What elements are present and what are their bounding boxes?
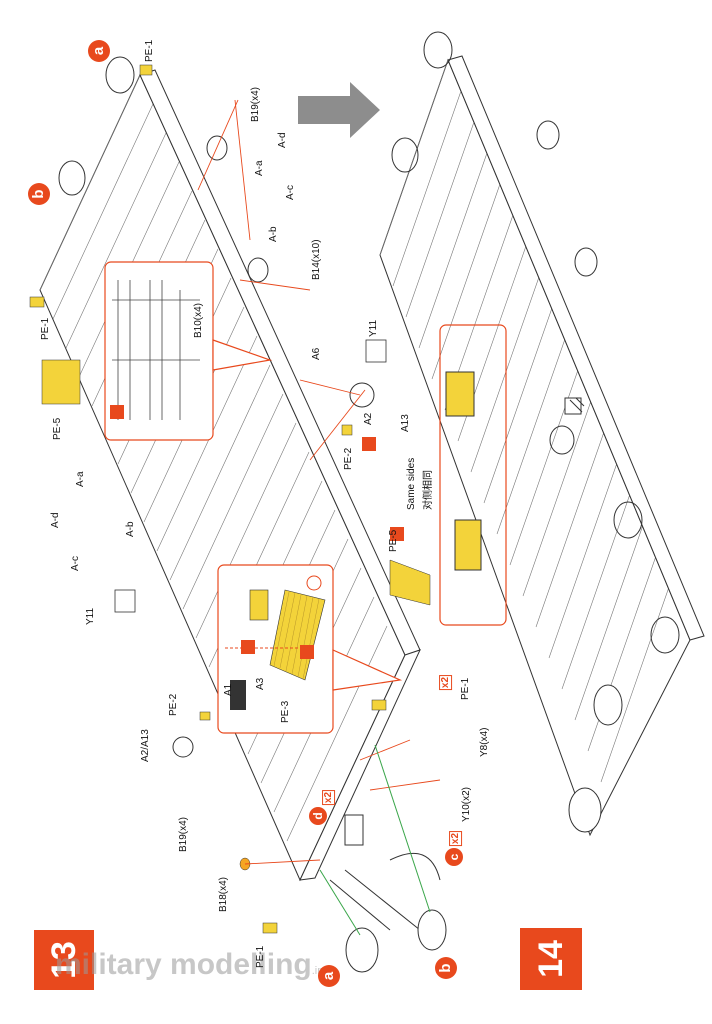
label-a2-a13: A2/A13 <box>140 729 151 762</box>
clip-icons <box>110 405 404 659</box>
label-pe2-left: PE-2 <box>168 693 179 716</box>
label-a-b-top: A-b <box>268 226 279 242</box>
pe1-part-bottom <box>262 922 278 934</box>
callout-c: c <box>445 848 463 866</box>
label-pe1-top: PE-1 <box>144 39 155 62</box>
flatcar-step13 <box>39 56 447 973</box>
a2-a13-handwheel <box>172 736 194 758</box>
label-a2-mid: A2 <box>363 412 374 425</box>
callout-a-bottom: a <box>318 965 340 987</box>
label-a-d-left: A-d <box>50 512 61 528</box>
label-a-d-top: A-d <box>277 132 288 148</box>
pe2-part-left <box>199 711 211 721</box>
label-y10: Y10(x2) <box>461 786 472 822</box>
label-y11-mid: Y11 <box>368 319 379 337</box>
label-b18: B18(x4) <box>218 876 229 912</box>
label-pe3: PE-3 <box>280 700 291 723</box>
flatcar-step14 <box>379 31 705 837</box>
label-a3: A3 <box>255 677 266 690</box>
a13-handwheel <box>349 382 375 408</box>
pe1-part-top <box>29 296 45 308</box>
watermark-text: military modelling <box>55 948 312 981</box>
label-pe1-bottom: PE-1 <box>255 945 266 968</box>
pe1-part-a <box>139 64 153 76</box>
label-pe1-mid: PE-1 <box>460 677 471 700</box>
y11-grate <box>365 339 387 363</box>
label-b19-left: B19(x4) <box>178 816 189 852</box>
x2-mid: x2 <box>439 674 453 691</box>
label-b10: B10(x4) <box>193 302 204 338</box>
x2-c: x2 <box>449 830 463 847</box>
pe1-part-mid <box>371 699 387 711</box>
x2-d: x2 <box>322 789 336 806</box>
inset-pe3 <box>217 564 403 734</box>
inset-b10 <box>104 261 273 441</box>
label-pe2-mid: PE-2 <box>343 447 354 470</box>
pe5-part-left <box>41 359 81 405</box>
step-13-badge: 13 <box>34 930 94 990</box>
green-guides <box>319 744 431 936</box>
pe5-part-mid <box>389 559 431 606</box>
label-b14: B14(x10) <box>311 239 322 280</box>
callout-b-top: b <box>28 183 50 205</box>
step-14-badge: 14 <box>520 928 582 990</box>
label-same-sides: Same sides <box>406 457 417 510</box>
watermark: military modelling.info <box>55 948 333 982</box>
label-pe5-mid: PE-5 <box>388 529 399 552</box>
label-y11-left: Y11 <box>85 607 96 625</box>
step-arrow <box>298 82 380 138</box>
label-y8: Y8(x4) <box>479 727 490 757</box>
pe2-part-mid <box>341 424 353 436</box>
label-a13-mid: A13 <box>400 414 411 432</box>
y11-part-left <box>114 589 136 613</box>
label-pe5-left: PE-5 <box>52 417 63 440</box>
callout-a-top: a <box>88 40 110 62</box>
leader-lines <box>197 99 441 865</box>
label-b19-top: B19(x4) <box>250 86 261 122</box>
label-a6: A6 <box>311 347 322 360</box>
label-a-c-left: A-c <box>70 556 81 571</box>
label-same-sides-cn: 对侧相同 <box>423 470 434 510</box>
label-a-b-left: A-b <box>125 521 136 537</box>
label-a-a-top: A-a <box>254 160 265 176</box>
label-a-c-top: A-c <box>285 185 296 200</box>
callout-d: d <box>309 807 327 825</box>
label-a1: A1 <box>223 683 234 696</box>
label-pe1-left: PE-1 <box>40 317 51 340</box>
callout-b-bottom: b <box>435 957 457 979</box>
label-a-a-left: A-a <box>75 471 86 487</box>
step-14-number: 14 <box>532 940 570 978</box>
inset-step14 <box>439 324 507 626</box>
